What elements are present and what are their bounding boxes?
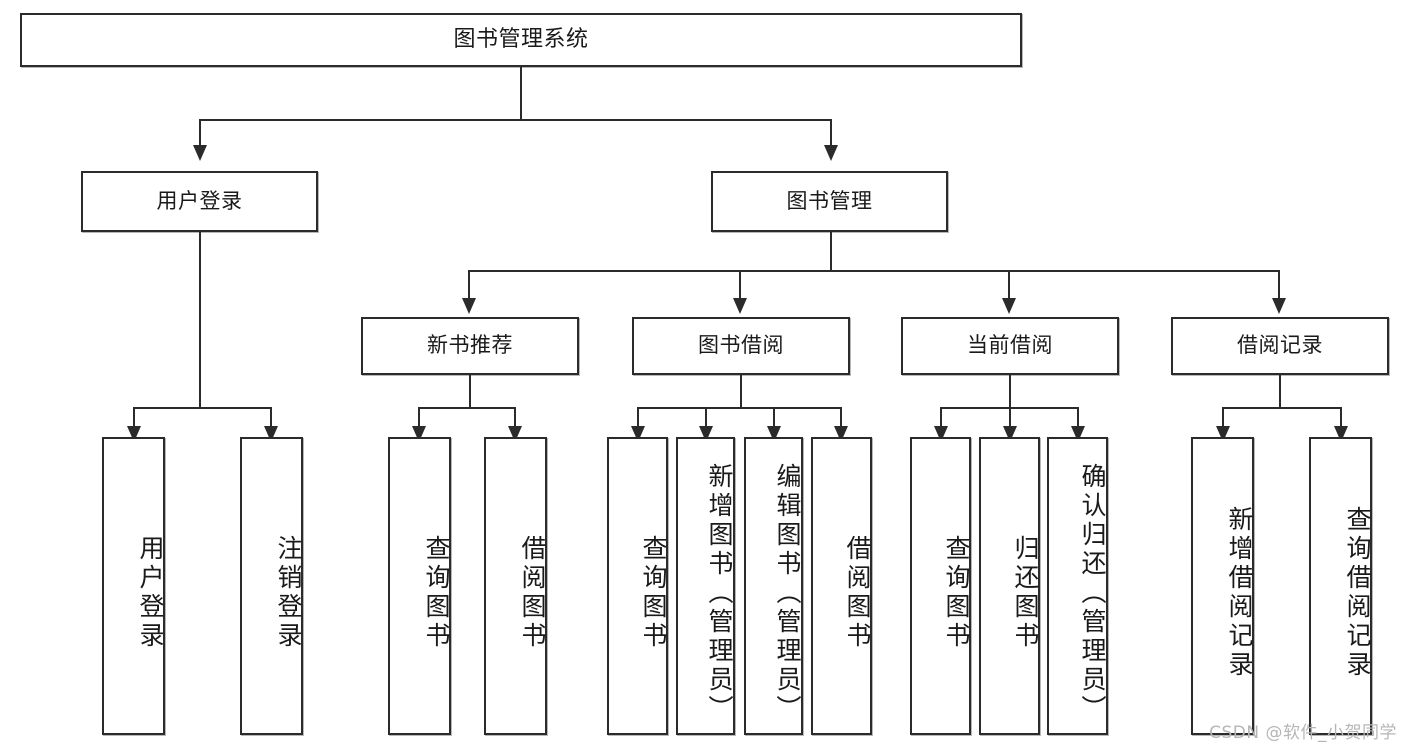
connector-bb-stem [740, 375, 742, 407]
connector-root-stem [520, 67, 522, 119]
arrowhead-to-current-borrow [1002, 298, 1016, 314]
connector-nbr-drop-2 [514, 407, 516, 428]
connector-user-login-bus [133, 407, 271, 409]
connector-cb-stem [1009, 375, 1011, 407]
connector-nbr-stem [469, 375, 471, 407]
connector-root-drop-1 [199, 119, 201, 145]
node-current-borrow[interactable]: 当前借阅 [901, 317, 1119, 375]
connector-br-drop-2 [1340, 407, 1342, 428]
node-label: 图书借阅 [698, 333, 784, 358]
connector-br-stem [1279, 375, 1281, 407]
leaf-query-borrow-record[interactable]: 查询借阅记录 [1309, 437, 1372, 735]
node-label: 归还图书 [1011, 535, 1040, 651]
node-label: 用户登录 [136, 535, 165, 651]
arrowhead-to-new-book-recommend [462, 298, 476, 314]
leaf-user-login[interactable]: 用户登录 [102, 437, 165, 735]
node-label: 确认归还（管理员） [1078, 462, 1107, 724]
node-label: 查询图书 [942, 535, 971, 651]
node-label: 借阅记录 [1237, 333, 1323, 358]
leaf-query-book-from-new-book-recommend[interactable]: 查询图书 [388, 437, 451, 735]
connector-cb-drop-1 [940, 407, 942, 428]
arrowhead-to-borrow-record [1272, 298, 1286, 314]
node-user-login[interactable]: 用户登录 [81, 171, 318, 232]
connector-bm-drop-2 [739, 270, 741, 300]
connector-root-bus [199, 119, 832, 121]
node-book-borrow[interactable]: 图书借阅 [632, 317, 850, 375]
connector-bb-drop-2 [705, 407, 707, 428]
leaf-borrow-book-from-new-book-recommend[interactable]: 借阅图书 [484, 437, 547, 735]
connector-bb-bus [637, 407, 842, 409]
leaf-logout[interactable]: 注销登录 [240, 437, 303, 735]
leaf-query-book-from-current-borrow[interactable]: 查询图书 [910, 437, 971, 735]
connector-nbr-drop-1 [418, 407, 420, 428]
node-book-management[interactable]: 图书管理 [711, 171, 948, 232]
watermark-text: CSDN @软件_小贺同学 [1209, 723, 1397, 743]
node-label: 图书管理系统 [453, 26, 589, 52]
node-borrow-record[interactable]: 借阅记录 [1171, 317, 1389, 375]
leaf-query-book-from-book-borrow[interactable]: 查询图书 [607, 437, 668, 735]
connector-bm-drop-1 [468, 270, 470, 300]
node-label: 借阅图书 [518, 535, 547, 651]
connector-cb-drop-2 [1009, 407, 1011, 428]
node-root-book-management-system[interactable]: 图书管理系统 [20, 13, 1022, 67]
node-new-book-recommend[interactable]: 新书推荐 [361, 317, 579, 375]
connector-user-login-drop-1 [133, 407, 135, 428]
connector-bm-drop-3 [1008, 270, 1010, 300]
node-label: 查询借阅记录 [1343, 506, 1372, 680]
arrowhead-to-book-borrow [733, 298, 747, 314]
connector-bb-drop-4 [840, 407, 842, 428]
connector-nbr-bus [418, 407, 516, 409]
connector-bm-drop-4 [1278, 270, 1280, 300]
node-label: 当前借阅 [967, 333, 1053, 358]
leaf-add-borrow-record[interactable]: 新增借阅记录 [1191, 437, 1254, 735]
leaf-add-book-admin[interactable]: 新增图书（管理员） [676, 437, 735, 735]
leaf-confirm-return-admin[interactable]: 确认归还（管理员） [1047, 437, 1108, 735]
connector-user-login-drop-2 [270, 407, 272, 428]
leaf-borrow-book-from-book-borrow[interactable]: 借阅图书 [811, 437, 872, 735]
leaf-return-book[interactable]: 归还图书 [979, 437, 1040, 735]
arrowhead-to-book-management [824, 145, 838, 161]
node-label: 新书推荐 [427, 333, 513, 358]
node-label: 注销登录 [274, 535, 303, 651]
arrowhead-to-user-login [193, 145, 207, 161]
node-label: 编辑图书（管理员） [773, 462, 802, 724]
connector-root-drop-2 [830, 119, 832, 145]
node-label: 借阅图书 [843, 535, 872, 651]
connector-book-management-stem [830, 232, 832, 270]
connector-book-management-bus [468, 270, 1280, 272]
connector-br-drop-1 [1222, 407, 1224, 428]
connector-user-login-stem [199, 232, 201, 407]
node-label: 查询图书 [639, 535, 668, 651]
connector-bb-drop-1 [637, 407, 639, 428]
connector-br-bus [1222, 407, 1342, 409]
node-label: 新增借阅记录 [1225, 506, 1254, 680]
node-label: 查询图书 [422, 535, 451, 651]
connector-bb-drop-3 [773, 407, 775, 428]
connector-cb-drop-3 [1077, 407, 1079, 428]
node-label: 新增图书（管理员） [705, 462, 734, 724]
node-label: 用户登录 [156, 188, 243, 213]
leaf-edit-book-admin[interactable]: 编辑图书（管理员） [744, 437, 803, 735]
node-label: 图书管理 [786, 188, 873, 213]
